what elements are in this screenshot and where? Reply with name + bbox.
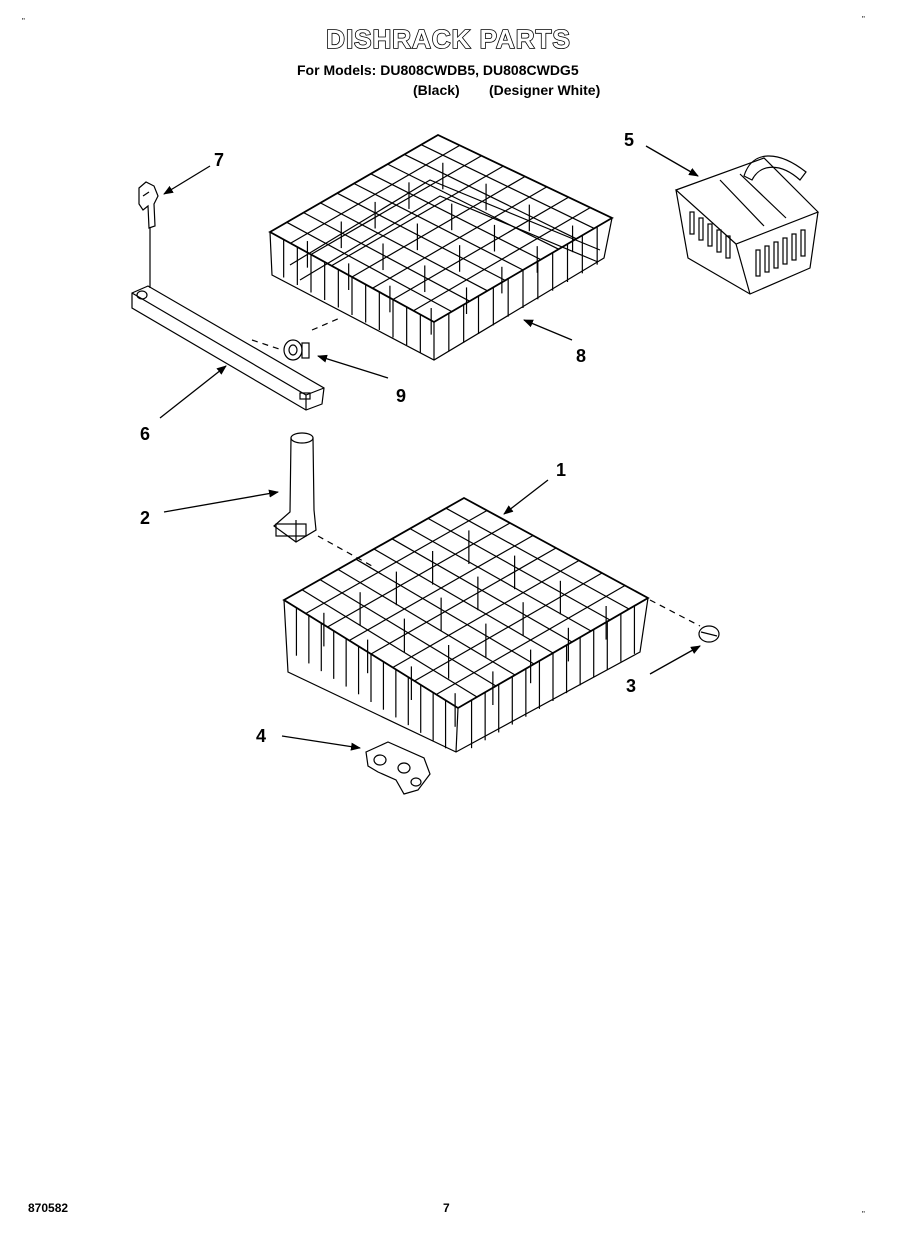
leader-5	[645, 145, 699, 177]
leader-lines	[159, 145, 701, 751]
rack-wire	[372, 186, 548, 289]
leader-8	[523, 319, 573, 341]
part-7-clip	[138, 181, 159, 288]
callout-6: 6	[140, 424, 150, 444]
part-3-guide-line	[649, 599, 701, 627]
callout-8: 8	[576, 346, 586, 366]
callout-7: 7	[214, 150, 224, 170]
rack-wire	[414, 572, 603, 682]
models-line: For Models: DU808CWDB5, DU808CWDG5	[297, 62, 579, 78]
leader-3	[649, 645, 701, 675]
rack-wire	[327, 522, 511, 628]
rack-wire	[392, 559, 580, 669]
part-3-cap	[698, 625, 720, 643]
page-number: 7	[443, 1201, 450, 1215]
part-2-post	[273, 432, 373, 567]
rack-wire	[370, 547, 557, 655]
callout-1: 1	[556, 460, 566, 480]
rack-wire	[392, 196, 569, 301]
rack-wire	[305, 509, 488, 615]
basket-slot	[716, 229, 722, 253]
callout-4: 4	[256, 726, 266, 746]
part-4-roller-bracket	[365, 741, 431, 795]
rack-wire	[331, 165, 504, 267]
rack-wire	[290, 144, 461, 244]
basket-slot	[773, 241, 779, 269]
basket-slot	[782, 237, 788, 265]
leader-7	[163, 165, 211, 195]
part-5-silverware-basket	[674, 155, 820, 295]
part-9-wheel	[251, 317, 341, 361]
rack-wire	[310, 155, 482, 256]
leader-1	[503, 479, 549, 515]
leader-9	[317, 354, 389, 379]
leader-4	[281, 735, 361, 751]
leader-2	[163, 489, 279, 513]
basket-slot	[707, 223, 713, 247]
part-1-lower-rack	[282, 496, 650, 753]
basket-slot	[725, 235, 731, 259]
corner-mark-top-left: "	[22, 17, 25, 26]
basket-slot	[791, 233, 797, 261]
rack-wire	[413, 207, 591, 312]
callout-2: 2	[140, 508, 150, 528]
page-title: DISHRACK PARTS	[325, 23, 571, 55]
part-6-rail	[131, 285, 325, 411]
rack-wire	[348, 534, 534, 642]
basket-slot	[764, 245, 770, 273]
basket-slot	[755, 249, 761, 277]
callout-9: 9	[396, 386, 406, 406]
footer-code: 870582	[28, 1201, 69, 1215]
part-8-upper-rack	[268, 133, 614, 361]
leader-6	[159, 365, 227, 419]
basket-slot	[800, 229, 806, 257]
rack-wire	[435, 584, 626, 696]
basket-slot	[698, 217, 704, 241]
basket-slot	[689, 211, 695, 235]
corner-mark-top-right: "	[862, 15, 865, 24]
callout-5: 5	[624, 130, 634, 150]
model-note-white: (Designer White)	[489, 82, 601, 98]
callout-3: 3	[626, 676, 636, 696]
model-note-black: (Black)	[413, 82, 460, 98]
rack-wire	[351, 175, 526, 278]
corner-mark-bottom-right: "	[862, 1210, 865, 1219]
